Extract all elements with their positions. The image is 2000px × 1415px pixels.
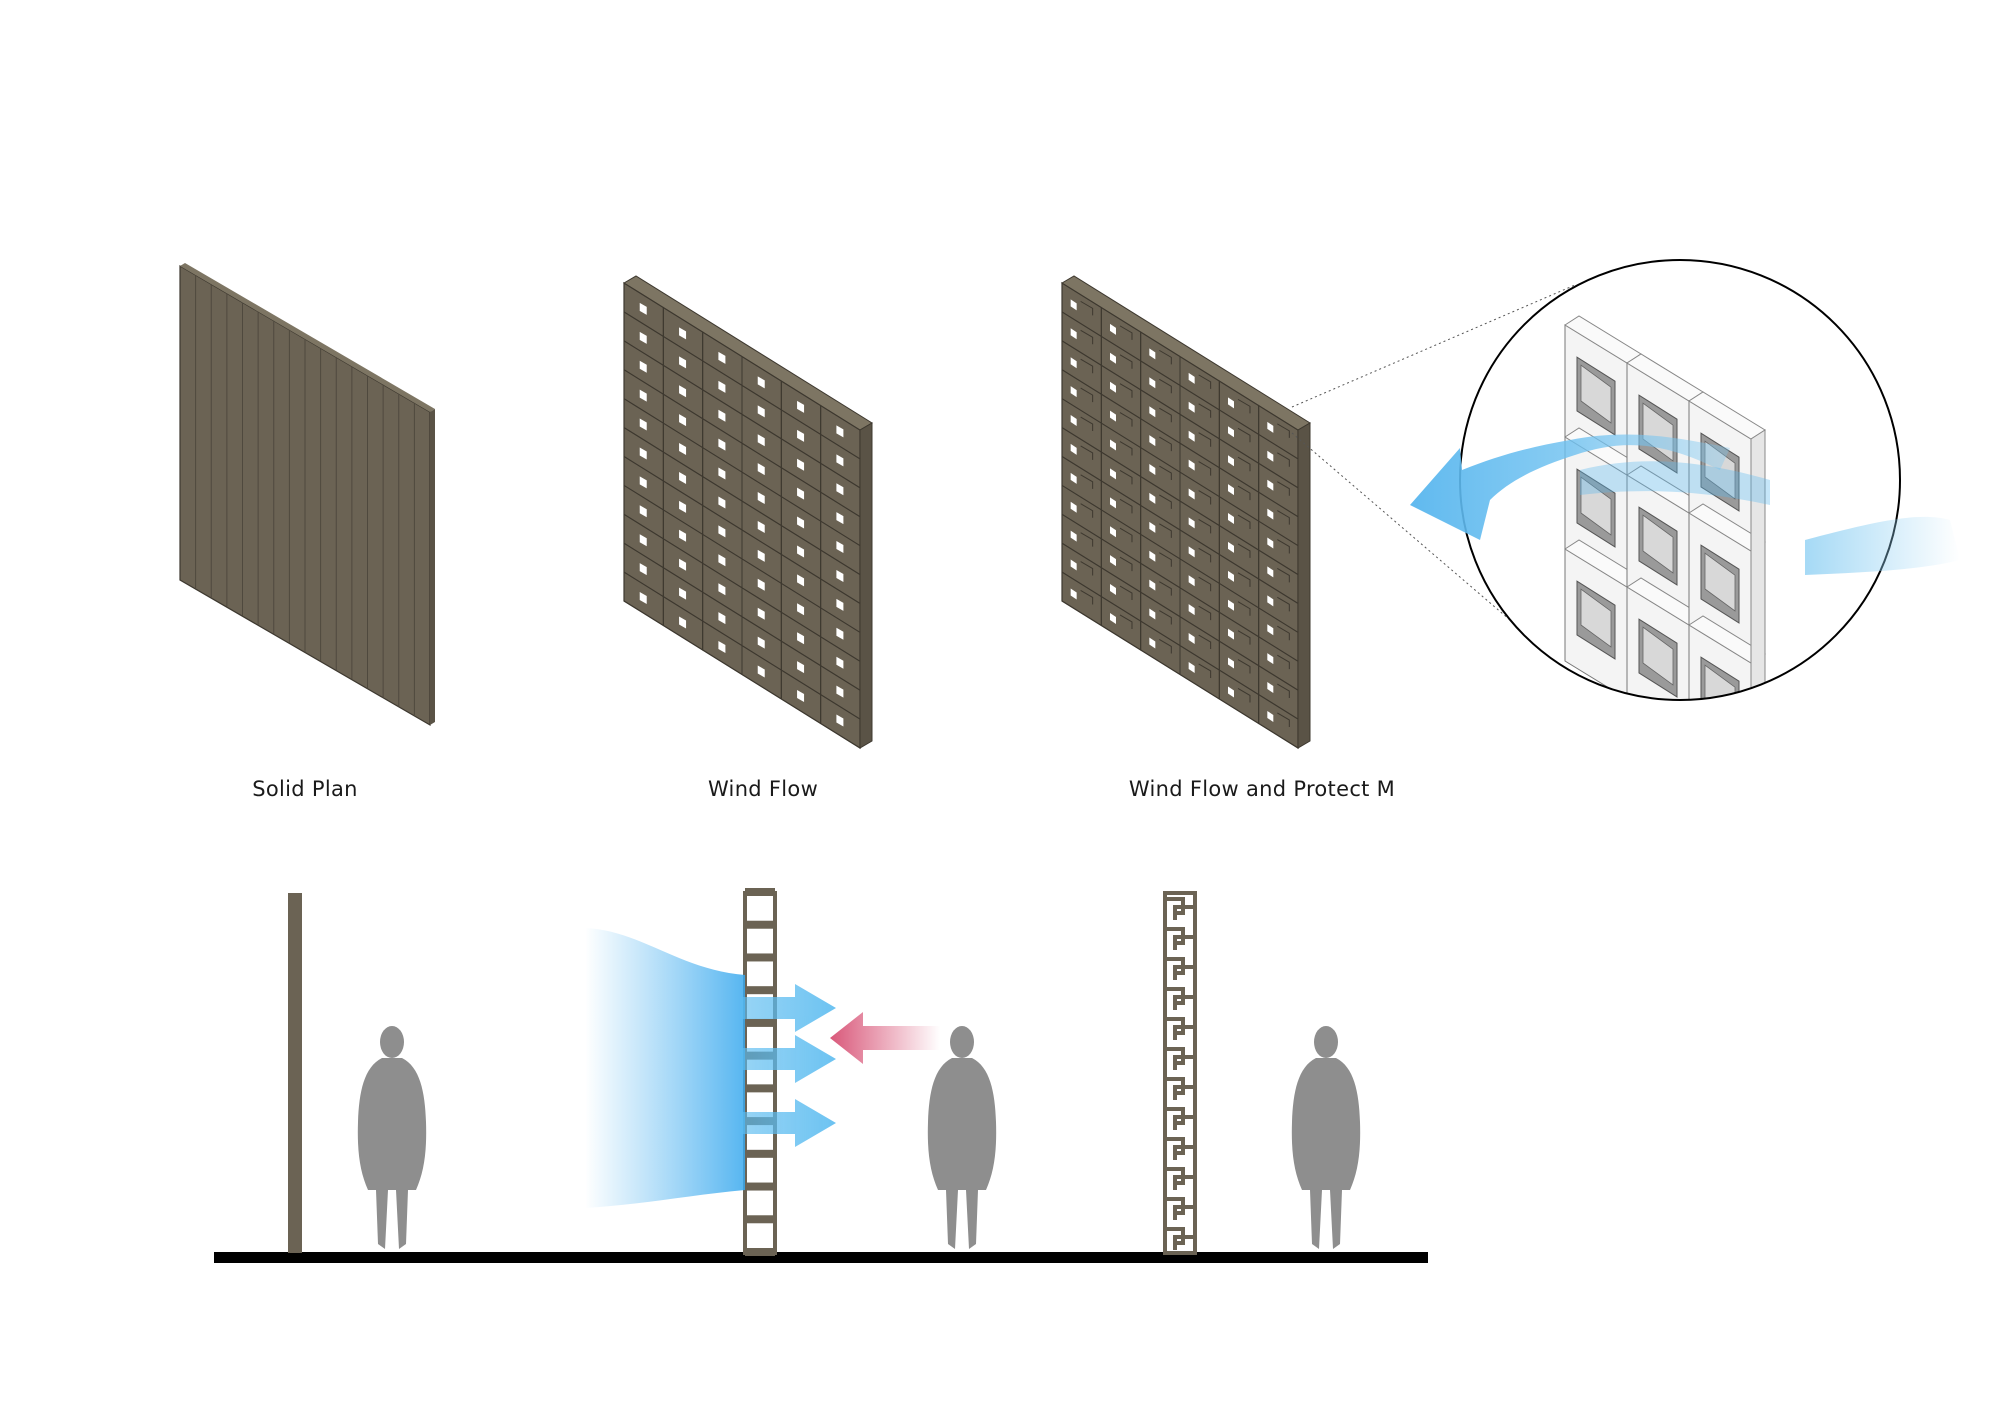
counter-flow-arrow xyxy=(830,1012,940,1064)
person-figure-2 xyxy=(927,1026,997,1249)
protect-wall-iso xyxy=(1061,275,1311,750)
airflow-arrow xyxy=(1410,434,1960,575)
solid-wall-iso xyxy=(179,263,435,727)
caption-wind-flow: Wind Flow xyxy=(707,777,819,801)
person-figure-3 xyxy=(1291,1026,1361,1249)
caption-solid-plan: Solid Plan xyxy=(252,777,358,801)
solid-wall-section xyxy=(288,893,302,1253)
incoming-wind-cloud xyxy=(585,928,745,1208)
pass-through-arrows xyxy=(740,984,836,1147)
caption-wind-flow-protect: Wind Flow and Protect M xyxy=(1128,777,1396,801)
magnifier-detail xyxy=(1459,259,1901,701)
magnifier-leader-lines xyxy=(1291,284,1576,621)
ground-line xyxy=(214,1252,1428,1263)
person-figure-1 xyxy=(357,1026,427,1249)
protect-wall-section xyxy=(1163,891,1197,1255)
wind-flow-wall-iso xyxy=(623,275,873,750)
wind-wall-section xyxy=(743,888,777,1256)
